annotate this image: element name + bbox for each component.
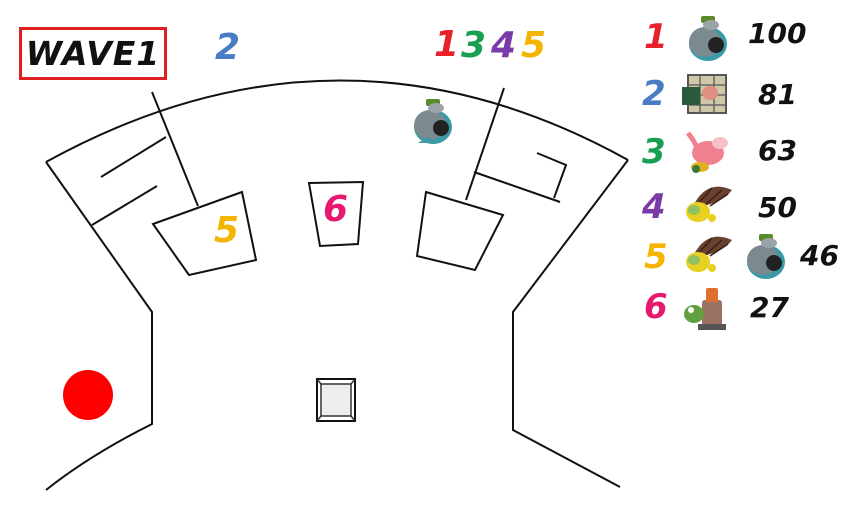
spawn-label-top-right-5: 5 <box>521 25 547 66</box>
spawn-label-top-right-4: 4 <box>491 25 517 66</box>
right-room-line-1 <box>473 171 561 203</box>
spawn-label-top-right-3: 3 <box>461 25 487 66</box>
left-room-divider <box>151 91 199 207</box>
left-room-line-2 <box>91 185 158 226</box>
legend-count-4: 50 <box>758 191 797 224</box>
legend-number-4: 4 <box>642 187 666 227</box>
legend-number-5: 5 <box>644 237 668 277</box>
left-pocket <box>151 190 258 277</box>
left-room-line-1 <box>100 136 167 178</box>
legend-number-3: 3 <box>642 132 666 172</box>
map-left-wall <box>45 161 153 491</box>
player-marker <box>63 370 113 420</box>
right-room-line-2 <box>536 152 568 199</box>
spawn-label-center-pocket: 6 <box>323 189 349 230</box>
frog-robot-enemy-icon <box>684 288 726 330</box>
umbrella-enemy-icon <box>686 236 732 272</box>
legend-count-6: 27 <box>750 291 789 324</box>
spawn-label-left-pocket: 5 <box>214 210 240 251</box>
wave-label: WAVE1 <box>25 34 161 73</box>
bomber-icon <box>689 16 727 61</box>
legend-count-3: 63 <box>758 134 797 167</box>
legend-count-1: 100 <box>748 17 807 50</box>
bomber-icon <box>414 99 452 144</box>
bomber-icon <box>747 234 785 279</box>
map-outer-arc <box>45 79 629 163</box>
map-right-wall <box>512 159 629 488</box>
spawn-label-top-left: 2 <box>215 27 241 68</box>
center-box <box>316 378 356 422</box>
right-pocket <box>415 190 505 272</box>
legend-number-6: 6 <box>644 287 668 327</box>
wave-indicator: WAVE1 <box>19 27 167 80</box>
legend-count-2: 81 <box>758 78 797 111</box>
legend-count-5: 46 <box>800 239 839 272</box>
umbrella-enemy-icon <box>686 186 732 222</box>
pink-bird-enemy-icon <box>686 131 728 173</box>
right-room-divider <box>465 87 505 201</box>
center-pocket <box>307 180 365 248</box>
legend-number-1: 1 <box>644 17 668 57</box>
map-inner-arc <box>150 63 504 88</box>
cage-enemy-icon <box>682 74 727 114</box>
legend-number-2: 2 <box>642 74 666 114</box>
spawn-label-top-right-1: 1 <box>434 24 460 65</box>
